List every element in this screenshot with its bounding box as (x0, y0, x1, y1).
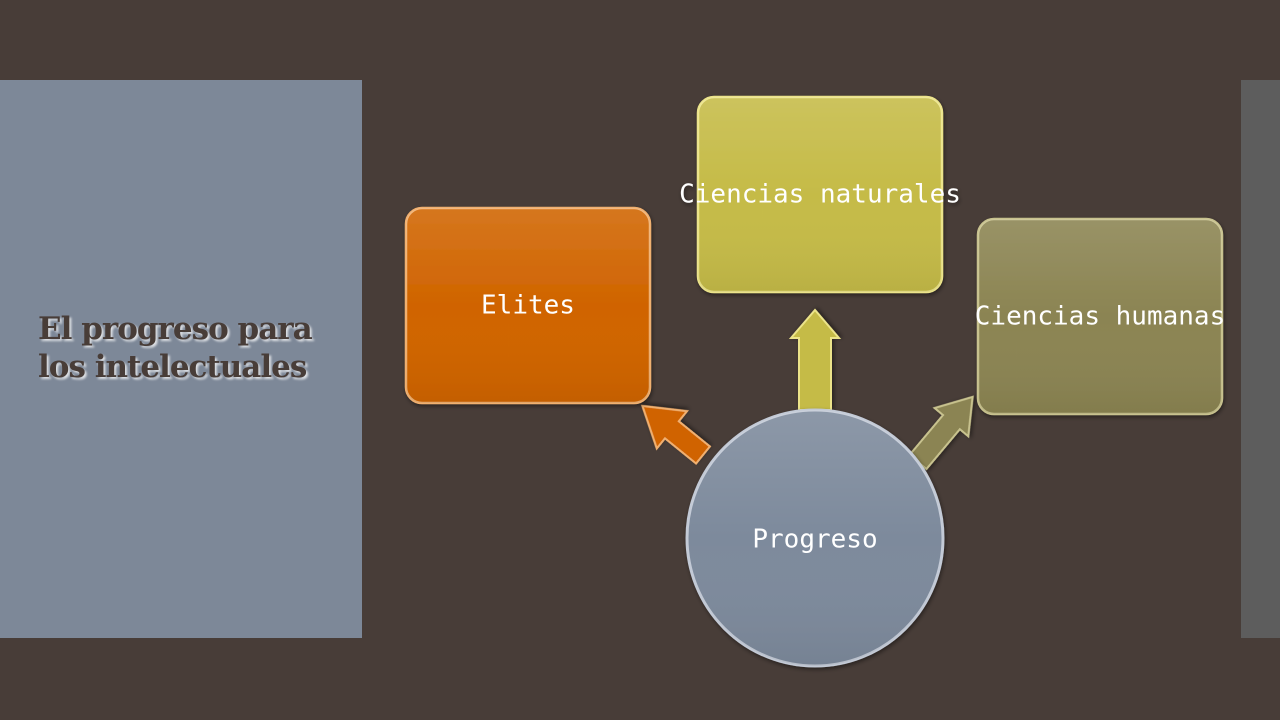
elites-arrow-shape (640, 404, 712, 465)
arrow-to-ciencias-naturales (788, 308, 842, 411)
title-panel (0, 80, 362, 638)
node-elites-label: Elites (481, 291, 575, 321)
naturales-arrow-shape (788, 308, 842, 411)
node-progreso: Progreso (685, 408, 945, 668)
node-progreso-label: Progreso (752, 525, 877, 555)
arrow-to-elites (640, 404, 712, 465)
node-ciencias-humanas: Ciencias humanas (975, 217, 1225, 416)
node-ciencias-naturales: Ciencias naturales (679, 95, 961, 294)
arrow-to-ciencias-humanas (908, 395, 974, 471)
humanas-arrow-shape (908, 395, 974, 471)
node-ciencias-naturales-label: Ciencias naturales (679, 180, 961, 210)
node-ciencias-humanas-label: Ciencias humanas (975, 302, 1225, 332)
node-elites: Elites (404, 206, 652, 405)
slide-title: El progreso para los intelectuales (38, 311, 313, 385)
right-edge-panel (1241, 80, 1280, 638)
